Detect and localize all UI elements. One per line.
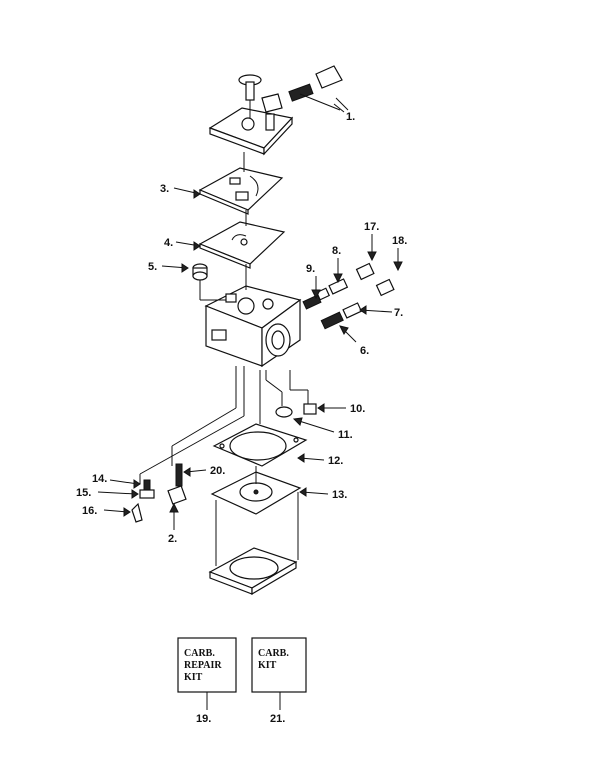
part-7-needle [342,302,363,319]
part-8-needle [328,278,349,295]
part-15-screw [139,489,155,499]
carb-repair-kit-box: CARB. REPAIR KIT [177,637,237,693]
label-17: 17. [364,221,379,233]
label-1: 1. [346,111,355,123]
part-labels: 1. 3. 4. 5. 9. 8. 17. 18. 7. 6. 10. 11. … [76,111,407,725]
label-2: 2. [168,533,177,545]
label-19: 19. [196,713,211,725]
metering-cover [208,547,298,596]
label-13: 13. [332,489,347,501]
label-14: 14. [92,473,107,485]
part-2-inlet-lever [167,485,187,505]
label-12: 12. [328,455,343,467]
label-3: 3. [160,183,169,195]
label-7: 7. [394,307,403,319]
repair-kit-line-1: CARB. [184,648,215,659]
label-21: 21. [270,713,285,725]
repair-kit-line-2: REPAIR [184,660,222,671]
part-10-plug [303,403,317,415]
part-18-limiter-cap [375,278,395,297]
label-4: 4. [164,237,173,249]
label-11: 11. [338,429,353,441]
label-16: 16. [82,505,97,517]
part-5-cap [192,263,208,281]
part-4-diaphragm [198,221,286,269]
label-20: 20. [210,465,225,477]
repair-kit-line-3: KIT [184,672,203,683]
part-16-needle [131,502,143,523]
label-10: 10. [350,403,365,415]
label-8: 8. [332,245,341,257]
part-20-spring [175,463,183,487]
carb-kit-box: CARB. KIT [251,637,307,693]
label-18: 18. [392,235,407,247]
kit-line-1: CARB. [258,648,289,659]
carburetor-body [204,285,302,368]
label-6: 6. [360,345,369,357]
connector-lines [139,100,309,566]
label-15: 15. [76,487,91,499]
leader-arrows [97,103,403,710]
part-13-diaphragm [210,471,302,515]
part-11-gasket-ring [275,406,293,418]
label-5: 5. [148,261,157,273]
part-17-limiter-cap [355,262,375,281]
part-1-pump-cover [208,65,349,156]
part-3-gasket [198,167,284,215]
kit-line-2: KIT [258,660,277,671]
label-9: 9. [306,263,315,275]
part-12-gasket [212,423,308,467]
part-6-needle-spring [320,311,344,330]
